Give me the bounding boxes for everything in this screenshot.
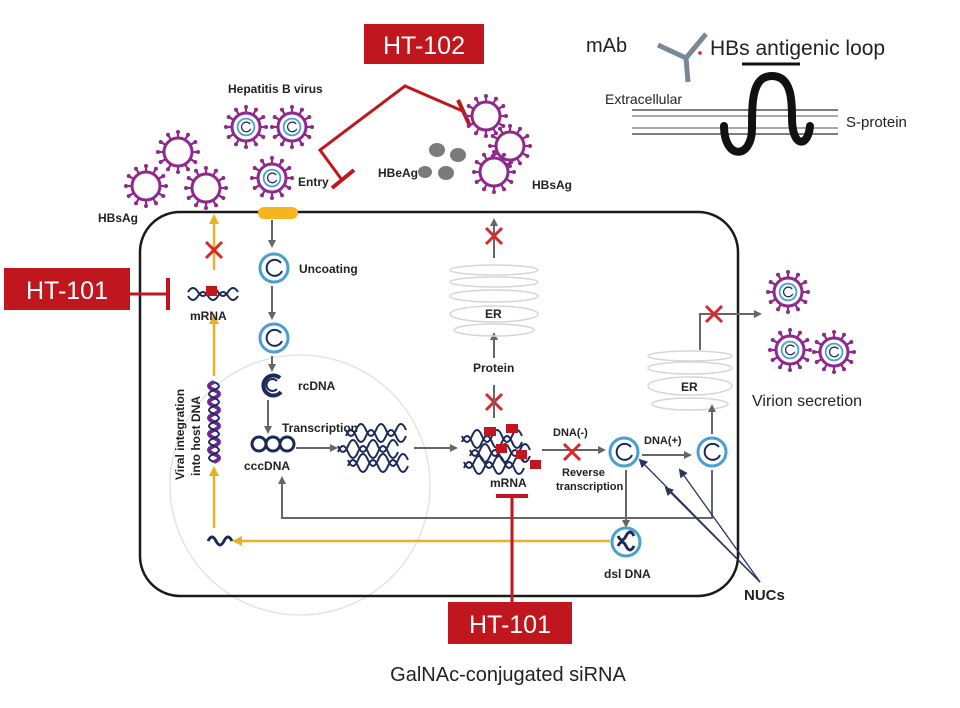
secreted-virion-1 [764,268,812,316]
ht101-left-label: HT-101 [26,277,108,305]
hbeag-particles [418,143,466,180]
hbsag-particle-2 [122,162,170,210]
center-mrna-cluster [461,424,541,475]
er-top-label: ER [485,307,502,321]
rcdna-label: rcDNA [298,379,336,393]
ht101-bottom-inhibitor: HT-101 [448,494,572,644]
nucleus-outline [169,354,431,616]
arrow-er-to-secretion-right [699,310,762,350]
mrna-left-label: mRNA [190,309,227,323]
ht101-left-inhibitor: HT-101 [4,268,170,310]
ht101-bottom-box [448,602,572,644]
mrna-center-label: mRNA [490,476,527,490]
galnac-sirna-caption: GalNAc-conjugated siRNA [390,664,626,686]
er-top-membranes [449,264,539,337]
extracellular-label: Extracellular [605,91,682,107]
secreted-virion-3 [810,328,858,376]
hbsag-left-label: HBsAg [98,211,138,225]
antibody-icon [656,32,708,83]
hepatitis-b-virus-label: Hepatitis B virus [228,82,323,96]
cccdna-icon [250,435,296,453]
cccdna-label: cccDNA [244,459,290,473]
dsl-dna-capsid [610,526,642,558]
protein-label: Protein [473,361,514,375]
hbsag-right-label: HBsAg [532,178,572,192]
into-host-dna-label: into host DNA [189,396,203,476]
hbsag-particle-3 [182,164,230,212]
dna-minus-label: DNA(-) [553,427,588,439]
hbs-antigenic-loop-label: HBs antigenic loop [710,37,885,60]
secreted-virion-2 [766,326,814,374]
mab-label: mAb [586,35,627,57]
s-protein-inset: Extracellular S-protein mAb HBs antigeni… [586,32,907,156]
ht102-label: HT-102 [383,32,465,60]
virion-secretion-label: Virion secretion [752,393,862,410]
x-reverse-transcription [562,442,582,462]
hbv-virion-1 [222,103,270,151]
nuclear-capsid [258,322,290,354]
rcdna-icon [261,373,283,398]
hbv-virion-2 [268,103,316,151]
dsl-dna-label: dsl DNA [604,567,651,581]
arrow-recycling-to-cccdna [278,470,713,519]
er-right-membranes [647,350,733,411]
pregenomic-rna-waves [337,423,409,473]
er-right-label: ER [681,380,698,394]
nucs-pointer-lines [638,458,761,583]
entry-receptor [258,207,298,219]
hbeag-label: HBeAg [378,166,418,180]
reverse-label: Reverse [562,467,605,479]
host-dna-integrated [207,380,221,464]
ht101-bottom-label: HT-101 [469,611,551,639]
ht102-inhibitor: HT-102 [317,24,484,190]
viral-integration-label: Viral integration [173,389,187,480]
nucs-label: NUCs [744,587,785,604]
s-protein-label: S-protein [846,114,907,131]
entry-label: Entry [298,175,329,189]
dna-minus-capsid [608,436,640,468]
transcription-label: Transcription [282,421,358,435]
uncoating-capsid [258,252,290,284]
left-mrna-strand [187,286,239,301]
ht102-box [364,24,484,64]
s-protein-loop [720,71,814,156]
hepatocyte-cell-membrane [138,210,740,598]
mature-capsid [696,436,728,468]
uncoating-label: Uncoating [299,262,358,276]
dna-plus-label: DNA(+) [644,435,682,447]
hbsag-particle-1 [154,128,202,176]
ht101-left-box [4,268,130,310]
transcription2-label: transcription [556,481,624,493]
integrated-dna-fragment [206,535,234,547]
hbv-entry-virion [248,154,296,202]
